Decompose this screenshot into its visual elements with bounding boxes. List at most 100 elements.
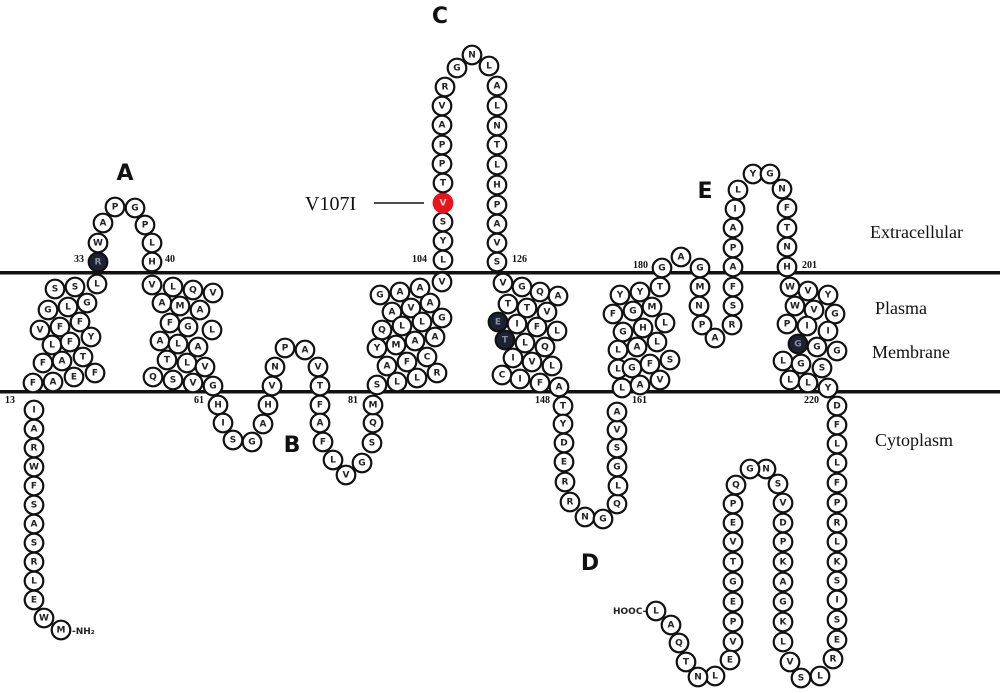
residue-circle [411, 311, 433, 333]
residue: N [771, 178, 793, 200]
residue: S [606, 437, 628, 459]
residue-circle [42, 371, 64, 393]
residue: M [362, 394, 384, 416]
residue: F [32, 352, 54, 374]
residue-circle [772, 512, 794, 534]
residue: A [409, 277, 431, 299]
residue-letter: V [730, 538, 737, 548]
residue-letter: F [92, 369, 98, 379]
residue-circle [771, 178, 793, 200]
residue-number-61: 61 [194, 395, 204, 406]
residue: L [826, 433, 848, 455]
residue-circle [63, 366, 85, 388]
residue-letter: F [317, 401, 323, 411]
residue: G [806, 336, 828, 358]
residue: G [739, 458, 761, 480]
residue-letter: Y [439, 237, 447, 247]
residue-circle [142, 366, 164, 388]
residue: V [649, 369, 671, 391]
residue: V [492, 272, 514, 294]
residue-circle [506, 313, 528, 335]
loop-label-b: B [284, 433, 301, 458]
residue-number-126: 126 [512, 254, 527, 265]
residue-letter: V [730, 638, 737, 648]
residue-letter: T [164, 356, 171, 366]
residue: L [611, 377, 633, 399]
residue-letter: G [376, 291, 383, 301]
residue-letter: Q [536, 288, 544, 298]
residue-letter: A [59, 357, 66, 367]
residue-circle [202, 282, 224, 304]
residue: L [391, 315, 413, 337]
residue-letter: M [696, 283, 705, 293]
residue-circle [772, 631, 794, 653]
residue-circle [446, 57, 468, 79]
residue-letter: V [544, 308, 551, 318]
residue-circle [335, 464, 357, 486]
residue-letter: V [190, 379, 197, 389]
residue-letter: L [780, 357, 786, 367]
residue-letter: S [798, 674, 804, 684]
residue: T [497, 293, 519, 315]
residue-letter: A [712, 334, 719, 344]
residue-circle [194, 356, 216, 378]
residue-letter: V [315, 363, 322, 373]
residue-letter: L [170, 283, 176, 293]
highlighted-residue: T [494, 329, 516, 351]
residue: L [386, 371, 408, 393]
residue-letter: G [794, 340, 801, 350]
residue: L [772, 631, 794, 653]
residue: G [76, 292, 98, 314]
residue-letter: Y [824, 291, 832, 301]
residue-circle [546, 320, 568, 342]
residue-letter: L [834, 459, 840, 469]
residue-letter: L [805, 379, 811, 389]
residue-letter: E [31, 596, 37, 606]
residue: G [351, 452, 373, 474]
residue: F [309, 394, 331, 416]
residue-circle [182, 279, 204, 301]
residue-circle [431, 271, 453, 293]
residue-circle [826, 609, 848, 631]
residue-letter: G [797, 360, 804, 370]
residue-letter: I [515, 320, 518, 330]
residue-letter: L [31, 577, 37, 587]
residue-letter: S [614, 444, 620, 454]
residue-letter: I [32, 406, 35, 416]
residue: L [645, 600, 667, 622]
residue-letter: A [780, 578, 787, 588]
residue-letter: L [49, 341, 55, 351]
residue: P [431, 153, 453, 175]
residue-circle [69, 311, 91, 333]
residue-letter: W [39, 614, 49, 624]
residue-circle [554, 471, 576, 493]
residue: S [826, 609, 848, 631]
residue-circle [369, 284, 391, 306]
residue: M [641, 296, 663, 318]
residue-letter: S [775, 480, 781, 490]
residue: I [826, 589, 848, 611]
residue: E [23, 589, 45, 611]
residue: V [536, 301, 558, 323]
residue-letter: N [695, 302, 703, 312]
residue-letter: A [397, 288, 404, 298]
residue-letter: T [440, 179, 447, 189]
residue-circle [526, 316, 548, 338]
residue-circle [486, 75, 508, 97]
residue-circle [529, 372, 551, 394]
residue-letter: S [667, 356, 673, 366]
residue: N [486, 115, 508, 137]
residue: F [59, 331, 81, 353]
residue-letter: P [142, 221, 149, 231]
residue-letter: S [819, 364, 825, 374]
residue: T [675, 651, 697, 673]
residue: Y [366, 337, 388, 359]
residue-circle [553, 451, 575, 473]
residue: A [23, 513, 45, 535]
residue-letter: L [175, 340, 181, 350]
residue-letter: A [195, 343, 202, 353]
residue: R [826, 512, 848, 534]
